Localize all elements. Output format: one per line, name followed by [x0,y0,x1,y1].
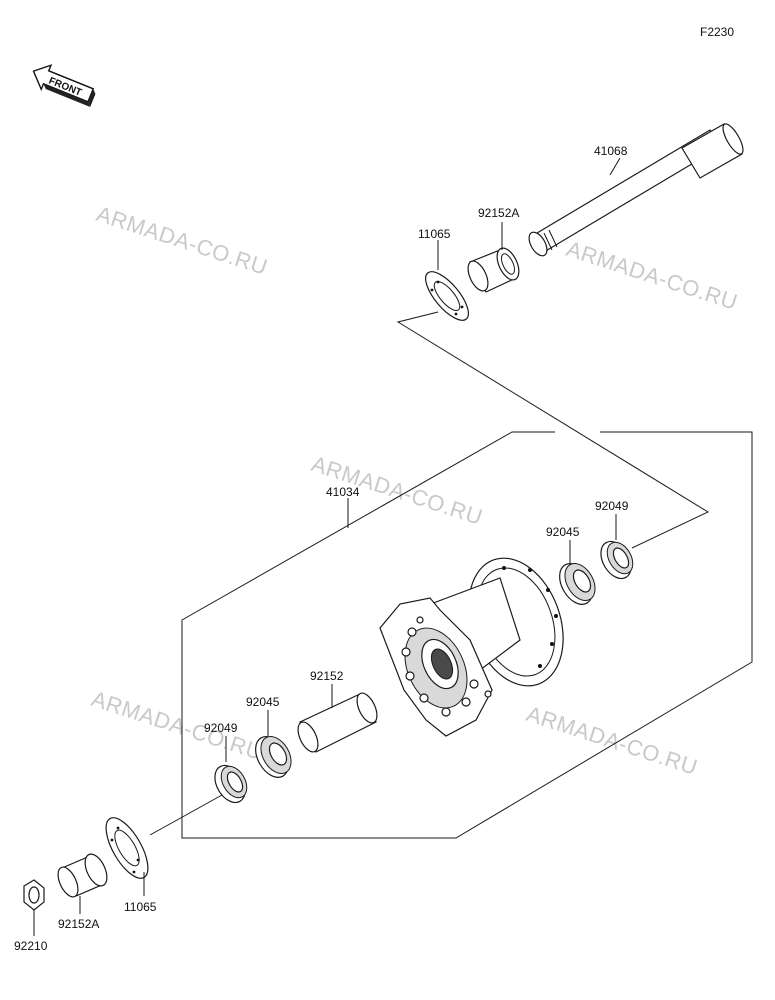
watermark-4: ARMADA-CO.RU [88,686,265,765]
bearing-right-part [559,563,596,605]
collar-bottom-part [57,853,108,898]
front-arrow-icon: FRONT [32,64,96,107]
watermark-5: ARMADA-CO.RU [523,701,700,780]
cover-top-part [425,271,469,321]
label-collar-bottom: 92152A [58,917,99,931]
nut-part [23,879,45,911]
watermark-2: ARMADA-CO.RU [563,236,740,315]
label-cover-bottom: 11065 [124,900,157,914]
label-cover-top: 11065 [418,227,451,241]
reference-lines [149,311,753,839]
label-seal-left: 92049 [204,721,238,735]
collar-top-part [467,247,520,293]
spacer-part [297,692,378,753]
label-seal-right: 92049 [595,499,629,513]
leader-axle [609,157,621,176]
seal-left-part [214,764,248,804]
diagram-code: F2230 [700,25,734,39]
label-collar-top: 92152A [478,206,519,220]
label-nut: 92210 [14,939,48,953]
label-axle: 41068 [594,144,628,158]
label-bearing-left: 92045 [246,695,280,709]
seal-right-part [600,540,634,580]
axle-part [528,123,744,257]
label-hub: 41034 [326,485,360,499]
watermark-1: ARMADA-CO.RU [93,201,270,280]
hub-part [379,557,564,737]
label-spacer: 92152 [310,669,344,683]
label-bearing-right: 92045 [546,525,580,539]
bearing-left-part [255,736,292,778]
